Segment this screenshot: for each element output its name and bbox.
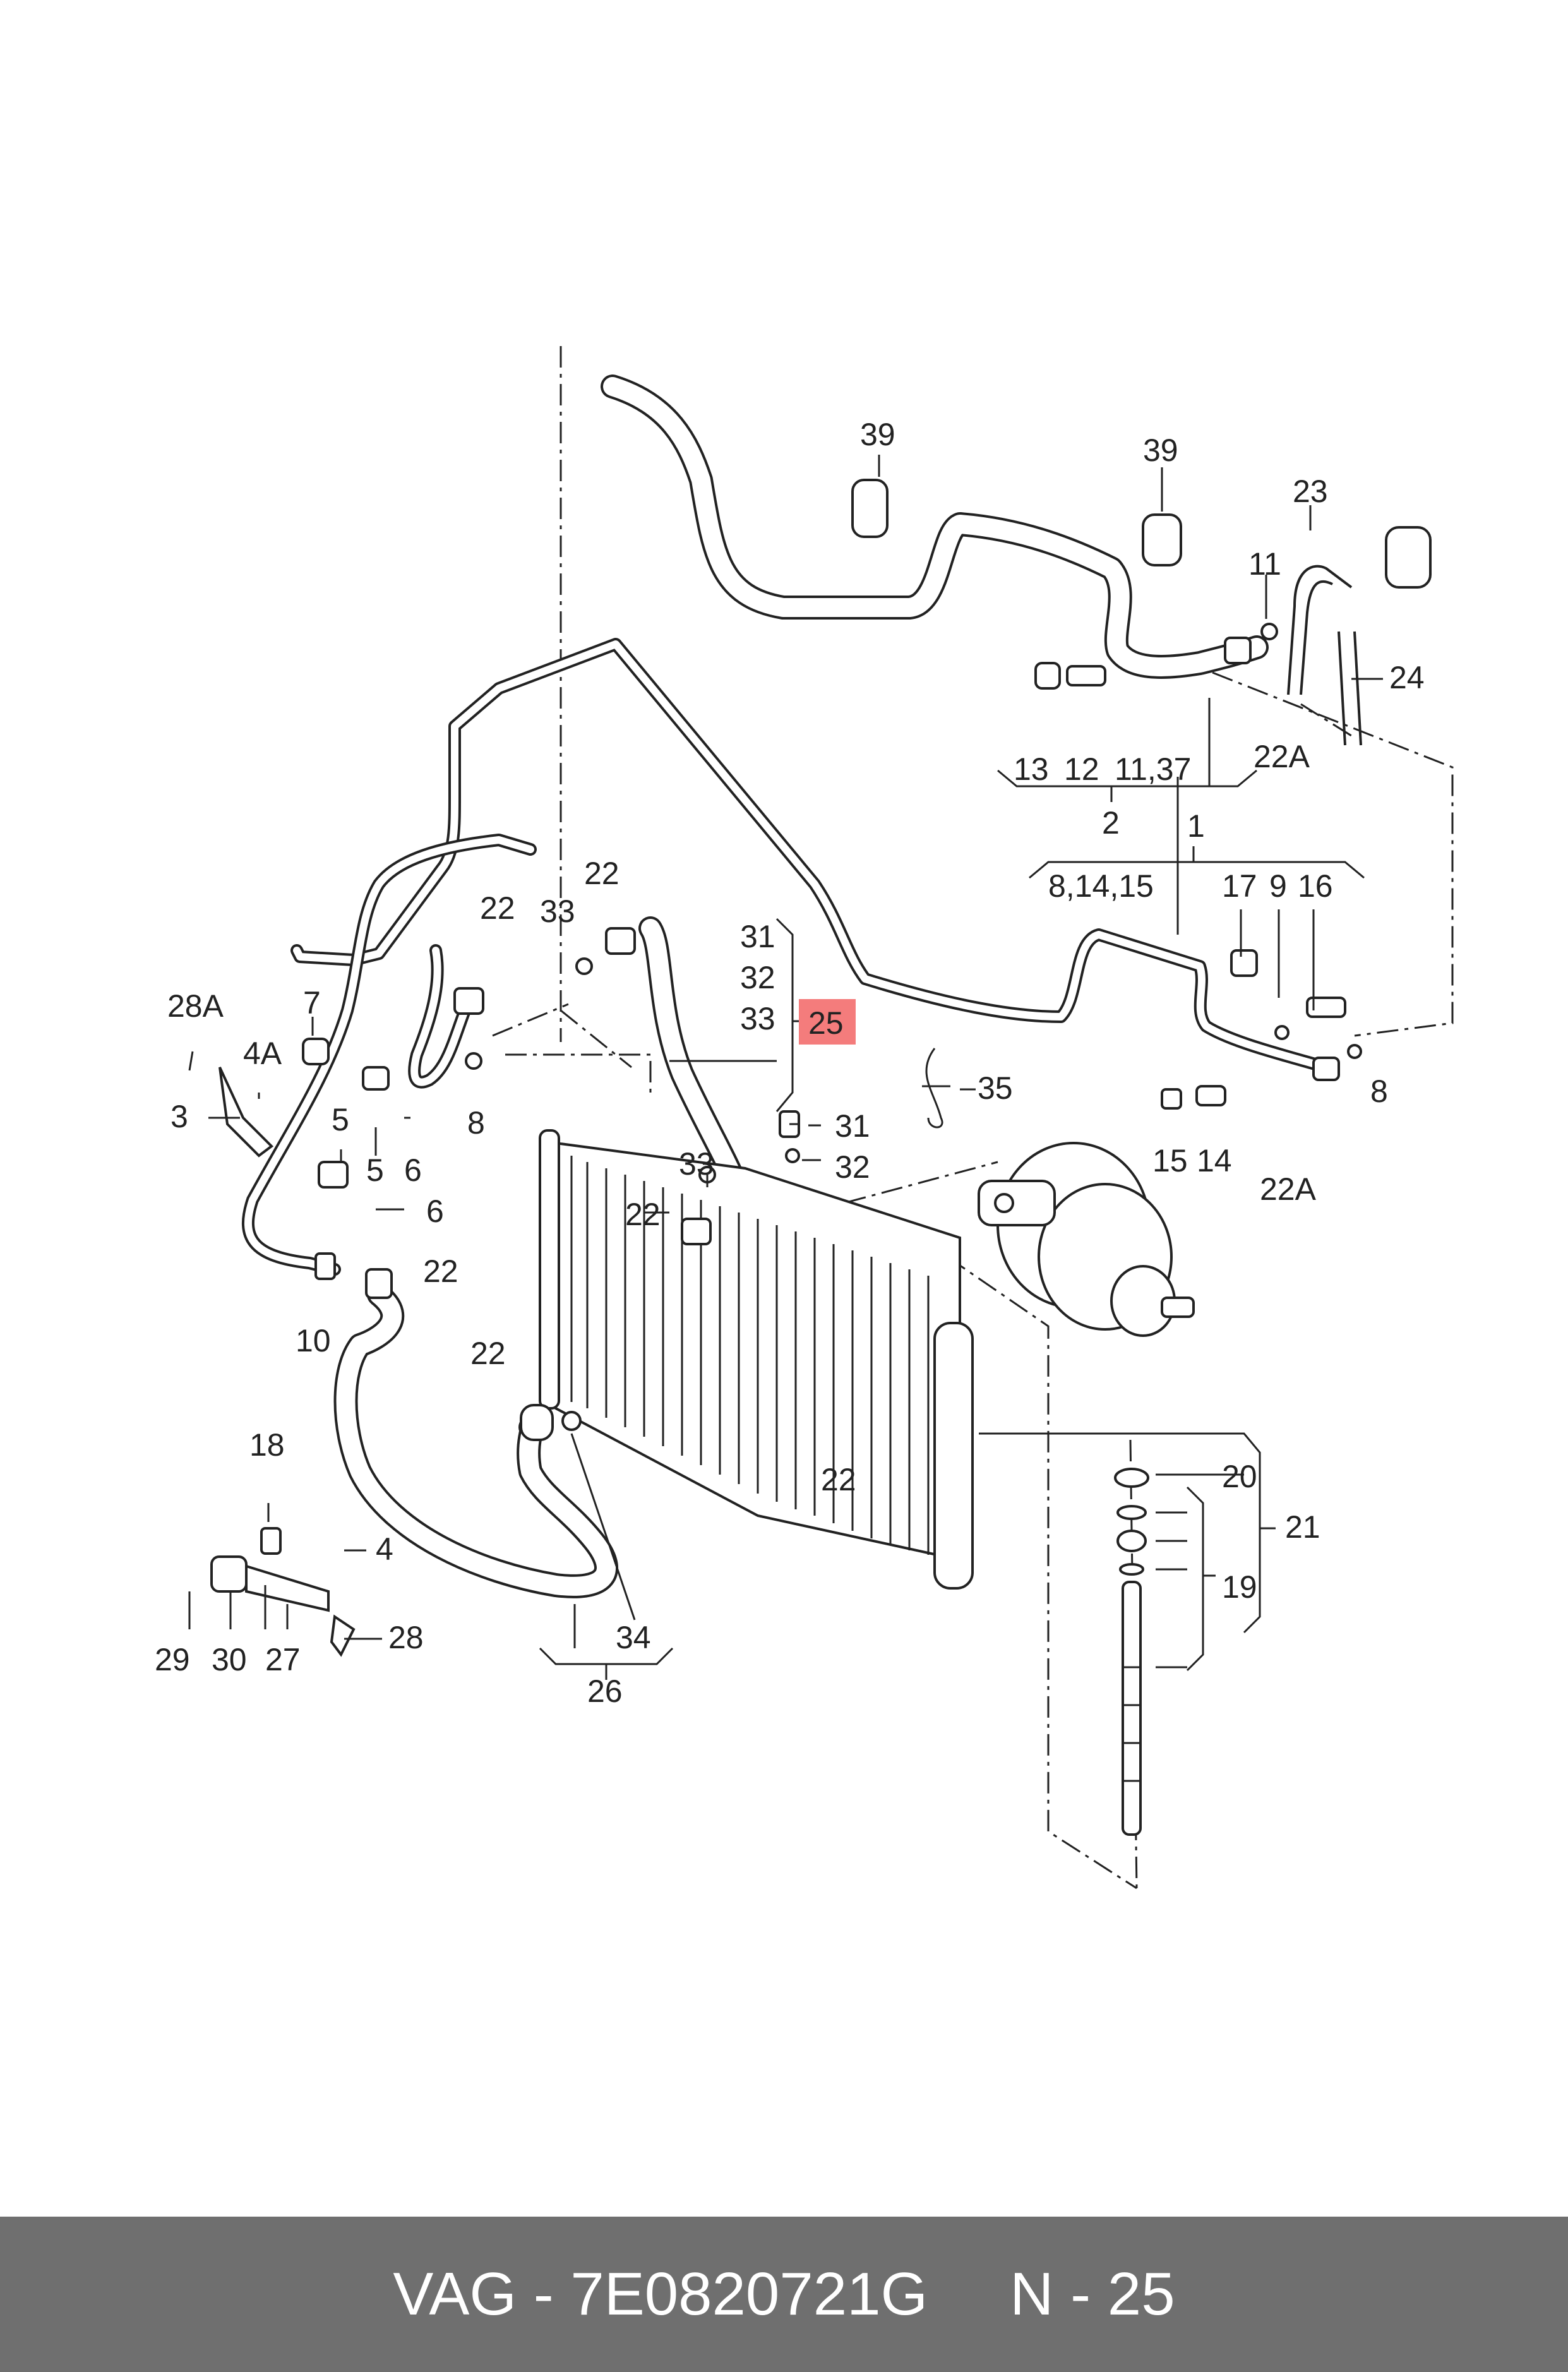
callout-28: 28 (388, 1620, 424, 1655)
callout-11a: 11 (1248, 546, 1281, 582)
callout-34: 34 (616, 1620, 651, 1655)
callout-1: 1 (1187, 808, 1205, 844)
callout-4: 4 (376, 1531, 393, 1567)
callout-32b: 32 (835, 1149, 870, 1185)
parts-diagram: 39 39 23 11 24 22A 13 12 11,37 2 1 8,14,… (155, 346, 1454, 1890)
callout-17: 17 (1222, 868, 1257, 904)
footer-position-number: 25 (1107, 2260, 1175, 2328)
callout-12: 12 (1064, 752, 1099, 787)
callout-7: 7 (303, 985, 321, 1021)
receiver-drier-stack (1114, 1468, 1149, 1836)
callout-3: 3 (171, 1099, 188, 1134)
callout-33b: 33 (540, 894, 575, 929)
footer-brand: VAG (393, 2260, 517, 2328)
callout-31a: 31 (740, 919, 775, 954)
callout-15: 15 (1152, 1143, 1188, 1178)
callout-25: 25 (808, 1005, 844, 1041)
callout-35: 35 (978, 1070, 1013, 1106)
callout-33a: 33 (740, 1001, 775, 1036)
callout-8a: 8 (467, 1105, 485, 1141)
callout-10: 10 (296, 1323, 331, 1358)
callout-22d: 22 (423, 1254, 458, 1289)
callout-29: 29 (155, 1642, 190, 1677)
callout-26: 26 (587, 1674, 623, 1709)
callout-31b: 31 (835, 1108, 870, 1144)
leader-lines (188, 455, 1383, 1680)
condenser (539, 1129, 974, 1590)
callout-6b: 6 (426, 1194, 444, 1229)
callout-39a: 39 (860, 417, 895, 452)
callout-22e: 22 (470, 1336, 506, 1371)
callout-22f: 22 (821, 1462, 856, 1497)
callout-labels: 39 39 23 11 24 22A 13 12 11,37 2 1 8,14,… (155, 417, 1425, 1709)
callout-23: 23 (1293, 474, 1328, 509)
callout-22A-b: 22A (1260, 1171, 1317, 1207)
hardware-parts (210, 479, 1432, 1657)
reference-lines (492, 346, 1454, 1890)
callout-14: 14 (1197, 1143, 1232, 1178)
callout-32a: 32 (740, 960, 775, 995)
callout-11-37: 11,37 (1115, 752, 1191, 787)
footer-separator: - (533, 2260, 554, 2328)
footer-bar: VAG - 7E0820721G N - 25 (0, 2217, 1568, 2372)
callout-28A: 28A (167, 988, 224, 1024)
callout-30: 30 (212, 1642, 247, 1677)
footer-separator-2: - (1070, 2260, 1091, 2328)
callout-20: 20 (1222, 1459, 1257, 1494)
callout-5a: 5 (332, 1102, 349, 1137)
callout-4A: 4A (243, 1036, 282, 1071)
callout-22a: 22 (584, 856, 619, 891)
callout-39b: 39 (1143, 433, 1178, 468)
callout-24: 24 (1389, 660, 1425, 695)
callout-33c: 33 (679, 1146, 714, 1182)
callout-16: 16 (1298, 868, 1333, 904)
highlight-25 (799, 999, 856, 1045)
callout-27: 27 (265, 1642, 301, 1677)
callout-2: 2 (1102, 805, 1120, 841)
callout-19: 19 (1222, 1569, 1257, 1605)
callout-22b: 22 (480, 890, 515, 926)
callout-21: 21 (1285, 1509, 1320, 1545)
callout-6a: 6 (404, 1153, 422, 1188)
callout-22A-a: 22A (1254, 739, 1310, 774)
footer-position-label: N (1010, 2260, 1054, 2328)
callout-8b: 8 (1370, 1074, 1388, 1109)
callout-18: 18 (249, 1427, 285, 1463)
callout-5b: 5 (366, 1153, 384, 1188)
callout-9: 9 (1269, 868, 1287, 904)
compressor (978, 1142, 1195, 1337)
callout-13: 13 (1014, 752, 1049, 787)
callout-22c: 22 (625, 1197, 661, 1232)
footer-part-number: 7E0820721G (570, 2260, 928, 2328)
callout-8-14-15: 8,14,15 (1048, 868, 1154, 904)
